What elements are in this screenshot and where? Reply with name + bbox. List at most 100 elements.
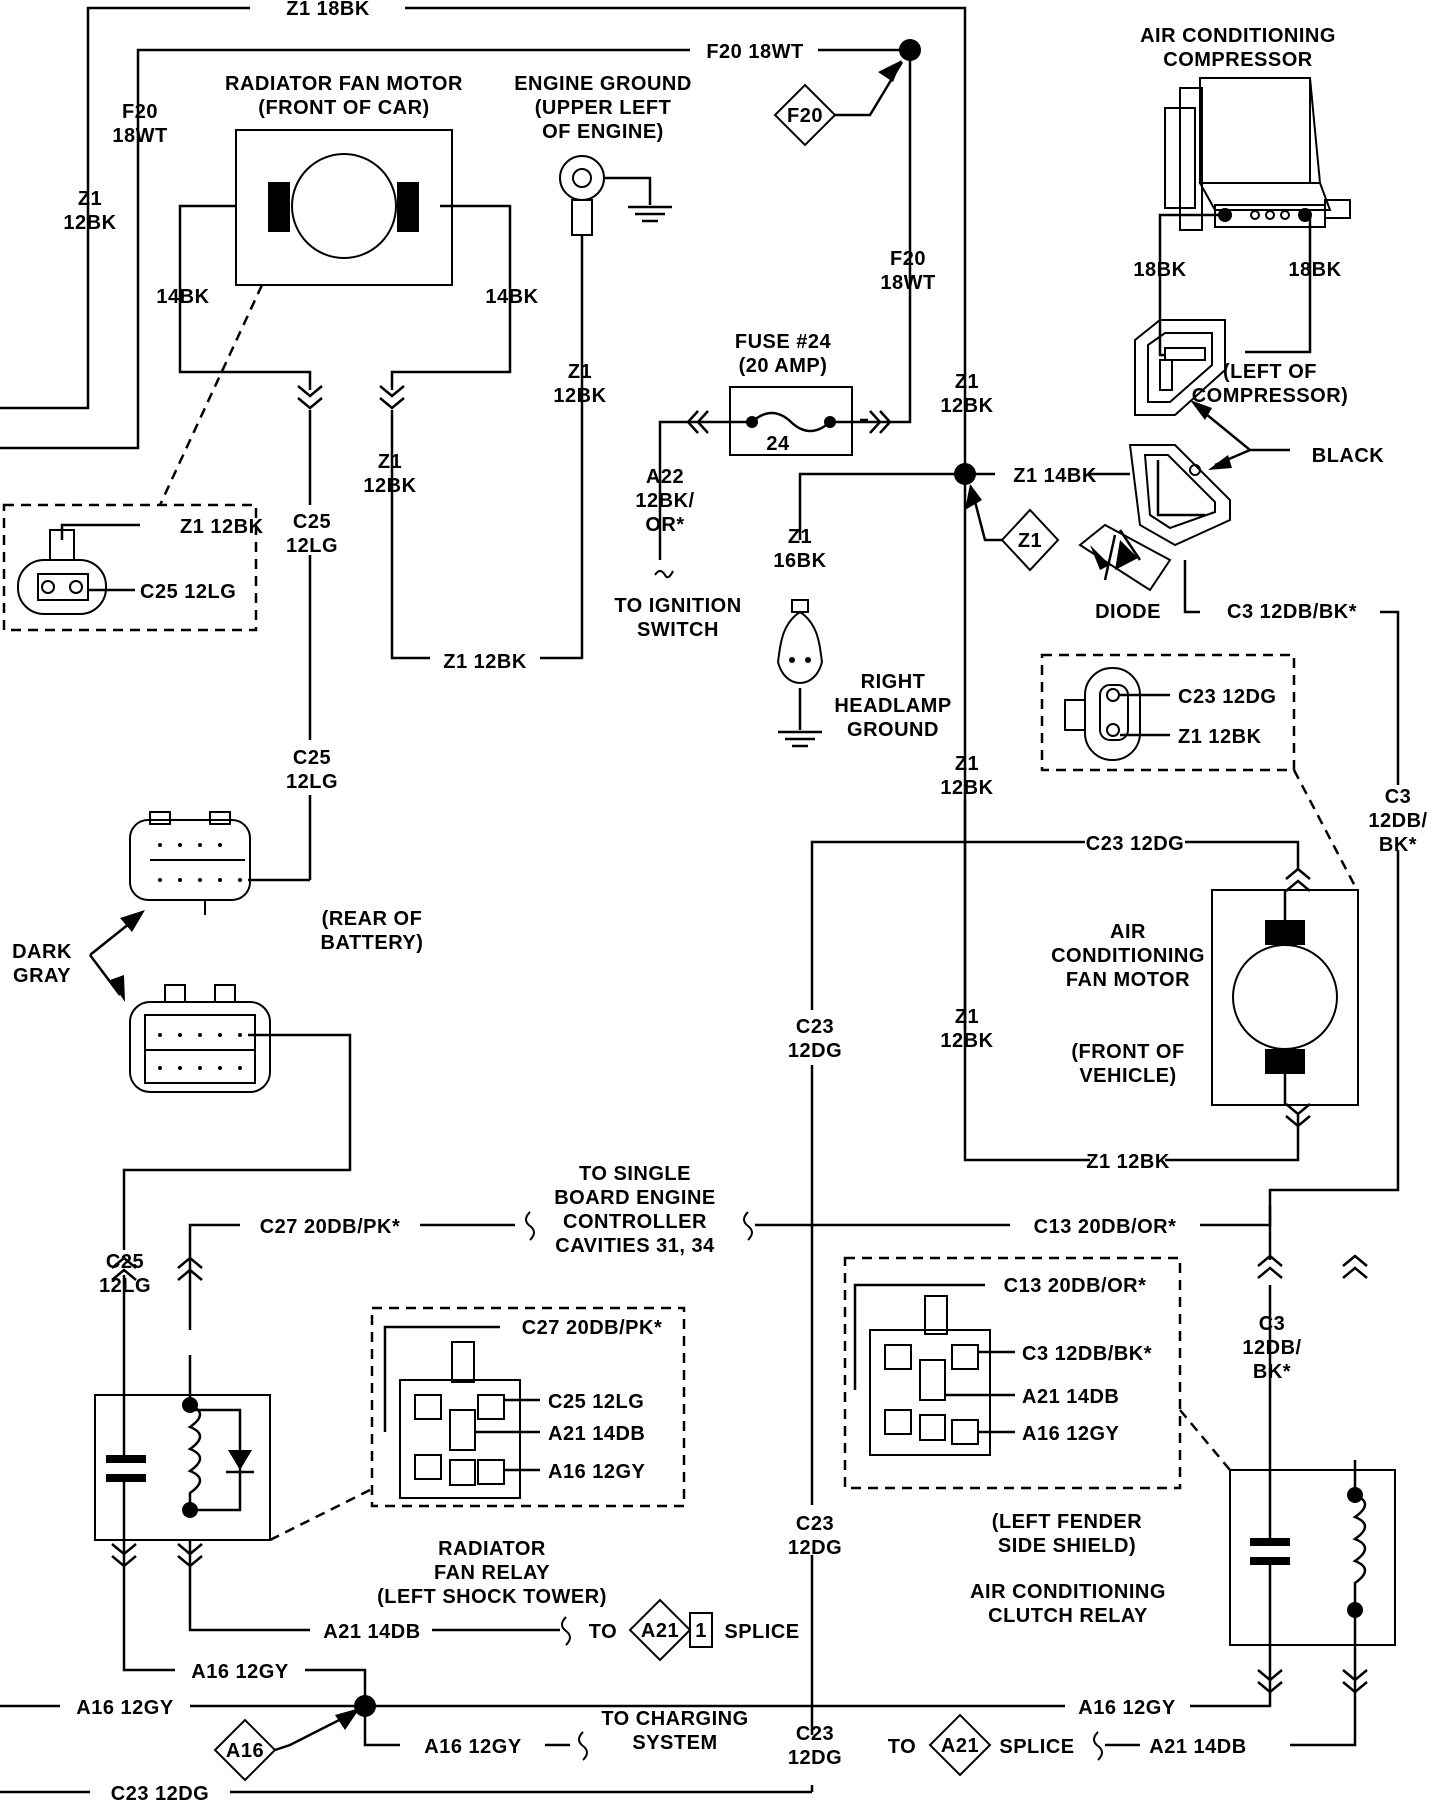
compressor-connector [1134,319,1226,416]
ac-conn-c3-label: C3 12DB/BK* [1022,1343,1152,1365]
fuse-24: 24 [695,386,880,456]
ac-conn-a21-label: A21 14DB [1022,1386,1119,1408]
splice-node-f20 [899,39,921,61]
radiator-fan-relay [94,1394,371,1542]
wire-label-z1-14bk: Z1 14BK [1013,465,1097,487]
ac-conn-a16-label: A16 12GY [1022,1423,1120,1445]
wire-label-c27: C27 20DB/PK* [260,1216,401,1238]
wire-label-a16-bottom: A16 12GY [424,1736,522,1758]
ac-conn-c13-label: C13 20DB/OR* [1004,1275,1147,1297]
radiator-fan-motor-label: RADIATOR FAN MOTOR(FRONT OF CAR) [225,73,463,119]
splice-node-z1 [954,463,976,485]
wire-label-14bk-left: 14BK [156,286,209,308]
diode-connector [1128,444,1231,547]
wire-label-z1-bottom: Z1 12BK [443,651,527,673]
wire-label-a21-right: A21 14DB [1149,1736,1246,1758]
radiator-fan-motor [158,129,453,506]
ac-fan-motor [1211,889,1359,1106]
rr-conn-c27-label: C27 20DB/PK* [522,1317,663,1339]
svg-text:A16: A16 [226,1740,264,1762]
radiator-relay-connector-view [370,1306,686,1508]
wire-label-z1-18bk: Z1 18BK [286,0,370,20]
wire-label-14bk-right: 14BK [485,286,538,308]
fuse-label: FUSE #24(20 AMP) [735,331,832,377]
svg-text:1: 1 [695,1620,707,1642]
rear-battery-connector-upper [129,811,251,915]
splice-node-a16 [354,1695,376,1717]
a16-tag: A16 [213,1708,360,1782]
rr-conn-a21-label: A21 14DB [548,1423,645,1445]
wire-label-a21-left: A21 14DB [323,1621,420,1643]
rear-battery-connector-lower [129,984,271,1093]
f20-tag: F20 [773,60,904,147]
black-arrows [1190,400,1290,470]
to-label-b: TO [888,1736,916,1758]
splice-label-b: SPLICE [999,1736,1074,1758]
wire-label-z1-fan: Z1 12BK [1086,1151,1170,1173]
ac-clutch-relay [1229,1469,1396,1676]
ac-compressor [1164,77,1351,231]
z1-tag: Z1 [965,484,1060,572]
connector-breaks [110,384,1369,1694]
ac-relay-connector-view [843,1256,1231,1490]
rr-conn-c25-label: C25 12LG [548,1391,644,1413]
wire-label-a16-top: A16 12GY [191,1661,289,1683]
wire-label-c13: C13 20DB/OR* [1034,1216,1177,1238]
black-label: BLACK [1312,445,1385,467]
to-label-a: TO [589,1621,617,1643]
svg-text:F20: F20 [787,105,823,127]
wire-label-c3-diode: C3 12DB/BK* [1227,601,1357,623]
conn-label-z1: Z1 12BK [180,516,264,538]
splice-label-a: SPLICE [724,1621,799,1643]
dark-gray-arrows [89,910,145,1002]
wire-label-18bk-left: 18BK [1133,259,1186,281]
ac-fan-connector-view [1040,653,1359,891]
diode-label: DIODE [1095,601,1161,623]
a21-tag-right: A21 [928,1713,992,1777]
svg-text:A21: A21 [641,1620,679,1642]
engine-ground-terminal [559,155,674,236]
radiator-motor-connector-view [2,503,258,632]
svg-text:Z1: Z1 [1018,530,1042,552]
conn-label-c25: C25 12LG [140,581,236,603]
wire-label-c23-bottom: C23 12DG [111,1783,210,1805]
wire-label-18bk-right: 18BK [1288,259,1341,281]
headlamp-ground [776,599,824,748]
svg-text:24: 24 [766,433,790,455]
rr-conn-a16-label: A16 12GY [548,1461,646,1483]
wire-label-a16-right: A16 12GY [1078,1697,1176,1719]
wire-label-f20-18wt: F20 18WT [706,41,803,63]
ac-conn-z1-label: Z1 12BK [1178,726,1262,748]
